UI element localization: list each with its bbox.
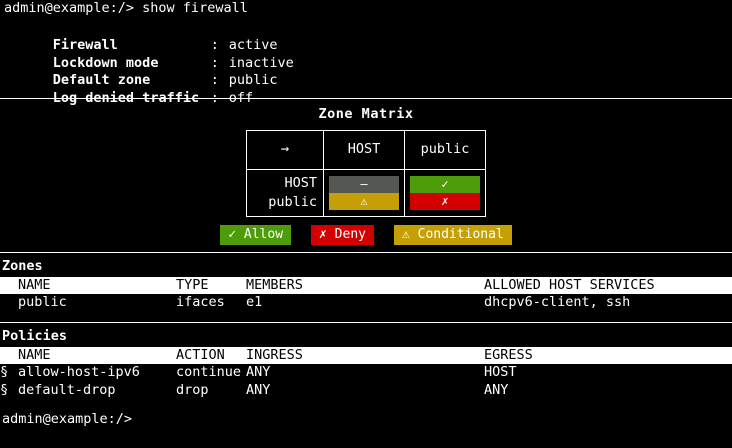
summary-colon: : — [210, 37, 219, 54]
divider-policies — [0, 321, 732, 323]
zone-matrix-legend: ✓ Allow ✗ Deny ⚠ Conditional — [0, 217, 732, 253]
zones-section: Zones NAME TYPE MEMBERS ALLOWED HOST SERVIC… — [0, 253, 732, 312]
zones-title: Zones — [2, 258, 43, 275]
zones-header-members: MEMBERS — [246, 276, 303, 293]
summary-row-firewall: Firewall: active — [4, 20, 732, 53]
warning-icon: ⚠ — [329, 192, 399, 210]
cross-icon: ✗ — [410, 192, 480, 210]
policies-title: Policies — [2, 327, 68, 344]
summary-row-lockdown-mode: Lockdown mode: inactive — [4, 37, 732, 71]
policies-row-action: drop — [176, 381, 209, 398]
firewall-summary: Firewall: active Lockdown mode: inactive D… — [0, 18, 732, 106]
command-line: admin@example:/> show firewall — [4, 0, 248, 16]
zone-matrix-col-header-host: HOST — [323, 129, 405, 170]
summary-value: active — [228, 37, 278, 54]
arrow-right-icon: → — [280, 140, 290, 157]
policies-row-name: default-drop — [18, 381, 116, 398]
policies-table-row[interactable]: § default-drop drop ANY ANY — [0, 382, 732, 400]
policies-row-ingress: ANY — [246, 364, 271, 381]
zone-matrix-header-row: → HOST public — [246, 129, 486, 170]
zones-row-name: public — [18, 294, 67, 311]
zone-matrix-row-header-host: HOST — [284, 174, 317, 191]
zone-matrix-body-row: HOST public – ⚠ ✓ ✗ — [246, 168, 486, 217]
dash-icon: – — [329, 175, 399, 193]
summary-value: inactive — [228, 54, 294, 71]
zone-matrix-row-headers: HOST public — [246, 168, 324, 217]
policies-row-egress: ANY — [484, 381, 509, 398]
summary-key: Firewall — [52, 37, 118, 54]
summary-colon: : — [210, 89, 219, 106]
policy-indicator-icon: § — [0, 381, 9, 398]
zone-matrix-section: Zone Matrix → HOST public HOST public – … — [0, 99, 732, 252]
check-icon: ✓ — [410, 175, 480, 193]
legend-chip-deny: ✗ Deny — [311, 224, 374, 246]
policies-header-egress: EGRESS — [484, 346, 533, 363]
zones-row-services: dhcpv6-client, ssh — [484, 294, 631, 311]
zone-matrix-corner-cell: → — [246, 129, 324, 170]
policies-section: Policies NAME ACTION INGRESS EGRESS § allow-… — [0, 323, 732, 399]
summary-key: Log denied traffic — [52, 89, 200, 106]
policies-header-ingress: INGRESS — [246, 346, 303, 363]
policies-row-ingress: ANY — [246, 381, 271, 398]
zone-matrix-title: Zone Matrix — [318, 105, 414, 122]
zones-row-type: ifaces — [176, 294, 225, 311]
zones-header-type: TYPE — [176, 276, 209, 293]
summary-key: Default zone — [52, 72, 151, 89]
summary-row-default-zone: Default zone: public — [4, 55, 732, 88]
policies-row-action: continue — [176, 364, 242, 381]
zone-matrix-cell-public[interactable]: ✓ ✗ — [404, 168, 486, 217]
zones-header-row: NAME TYPE MEMBERS ALLOWED HOST SERVICES — [0, 276, 732, 295]
policies-row-egress: HOST — [484, 364, 517, 381]
summary-colon: : — [210, 54, 219, 71]
zone-matrix-row-header-public: public — [268, 193, 317, 210]
zones-header-services: ALLOWED HOST SERVICES — [484, 276, 655, 293]
policies-row-name: allow-host-ipv6 — [18, 364, 140, 381]
legend-chip-conditional: ⚠ Conditional — [394, 224, 512, 246]
shell-prompt[interactable]: admin@example:/> — [2, 411, 133, 428]
summary-value: public — [228, 72, 278, 89]
zone-matrix-cell-host[interactable]: – ⚠ — [323, 168, 405, 217]
zones-row-members: e1 — [246, 294, 263, 311]
policy-indicator-icon: § — [0, 364, 9, 381]
summary-key: Lockdown mode — [52, 54, 159, 71]
policies-header-row: NAME ACTION INGRESS EGRESS — [0, 346, 732, 365]
policies-header-name: NAME — [18, 346, 51, 363]
zones-table-row[interactable]: public ifaces e1 dhcpv6-client, ssh — [0, 294, 732, 312]
zone-matrix-table: → HOST public HOST public – ⚠ ✓ ✗ — [246, 129, 486, 217]
zones-header-name: NAME — [18, 276, 51, 293]
legend-chip-allow: ✓ Allow — [220, 224, 292, 246]
zone-matrix-col-header-public: public — [404, 129, 486, 170]
divider-top — [0, 97, 732, 99]
summary-colon: : — [210, 72, 219, 89]
divider-zones — [0, 252, 732, 254]
policies-header-action: ACTION — [176, 346, 225, 363]
summary-row-log-denied-traffic: Log denied traffic: off — [4, 72, 732, 106]
summary-value: off — [228, 89, 254, 106]
